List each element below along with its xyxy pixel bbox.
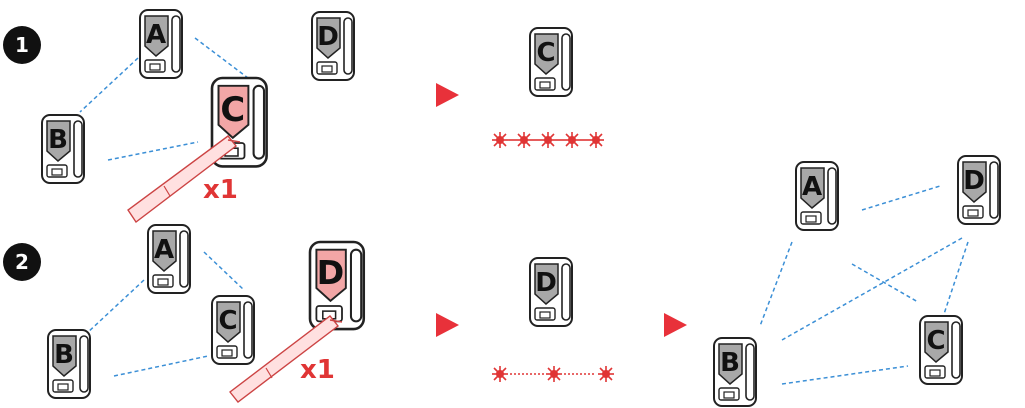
link-b-c <box>113 355 209 377</box>
led-icon <box>491 131 509 149</box>
led-flash-pattern <box>491 365 615 383</box>
pin-tool <box>127 135 241 224</box>
network-links <box>759 185 969 385</box>
network-device-b: B <box>713 337 757 407</box>
led-icon <box>563 131 581 149</box>
result-device-c: C <box>529 27 573 97</box>
svg-text:A: A <box>802 172 822 202</box>
link-b-c <box>781 365 909 385</box>
arrow-icon <box>436 83 459 107</box>
svg-text:B: B <box>720 348 740 378</box>
svg-text:A: A <box>154 235 174 265</box>
network-device-a: A <box>795 161 839 231</box>
link-a-b <box>85 279 145 335</box>
svg-text:C: C <box>218 306 237 336</box>
step-1-badge: 1 <box>3 26 41 64</box>
svg-text:C: C <box>220 90 245 129</box>
link-a-c <box>203 251 245 291</box>
led-icon <box>491 365 509 383</box>
link-a-c <box>194 37 249 79</box>
network-device-c: C <box>919 315 963 385</box>
led-icon <box>597 365 615 383</box>
arrow-icon <box>436 313 459 337</box>
link-a-b <box>79 57 139 113</box>
arrow-icon <box>664 313 687 337</box>
step-1: 1 A B C D <box>3 9 605 224</box>
link-c-d <box>943 241 969 315</box>
network-device-d: D <box>957 155 1001 225</box>
led-icon <box>545 365 563 383</box>
press-count-label: x1 <box>300 355 335 385</box>
svg-text:D: D <box>535 268 557 298</box>
device-b: B <box>47 329 91 399</box>
svg-text:A: A <box>146 20 166 50</box>
svg-text:B: B <box>48 125 68 155</box>
svg-text:C: C <box>536 38 555 68</box>
step-2: 2 A B C D <box>3 224 687 403</box>
svg-text:2: 2 <box>15 250 29 274</box>
led-icon <box>587 131 605 149</box>
svg-text:D: D <box>963 166 985 196</box>
device-d-active: D <box>308 240 366 331</box>
led-icon <box>539 131 557 149</box>
step-1-links <box>79 37 249 161</box>
press-count-label: x1 <box>203 175 238 205</box>
svg-text:D: D <box>317 253 345 292</box>
link-a-b <box>759 241 793 327</box>
final-network: A D B C <box>713 155 1001 407</box>
device-c-active: C <box>210 76 268 168</box>
device-a: A <box>139 9 183 79</box>
pin-tool <box>229 315 343 403</box>
svg-text:1: 1 <box>15 33 29 57</box>
step-2-links <box>85 251 245 377</box>
device-c: C <box>211 295 255 365</box>
svg-text:C: C <box>926 326 945 356</box>
led-flash-pattern <box>491 131 605 149</box>
link-b-c <box>107 141 199 161</box>
link-a-d <box>861 185 941 211</box>
step-2-badge: 2 <box>3 243 41 281</box>
svg-text:B: B <box>54 340 74 370</box>
device-a: A <box>147 224 191 294</box>
led-icon <box>515 131 533 149</box>
device-b: B <box>41 114 85 184</box>
link-a-c <box>851 263 919 303</box>
device-d: D <box>311 11 355 81</box>
result-device-d: D <box>529 257 573 327</box>
svg-text:D: D <box>317 22 339 52</box>
